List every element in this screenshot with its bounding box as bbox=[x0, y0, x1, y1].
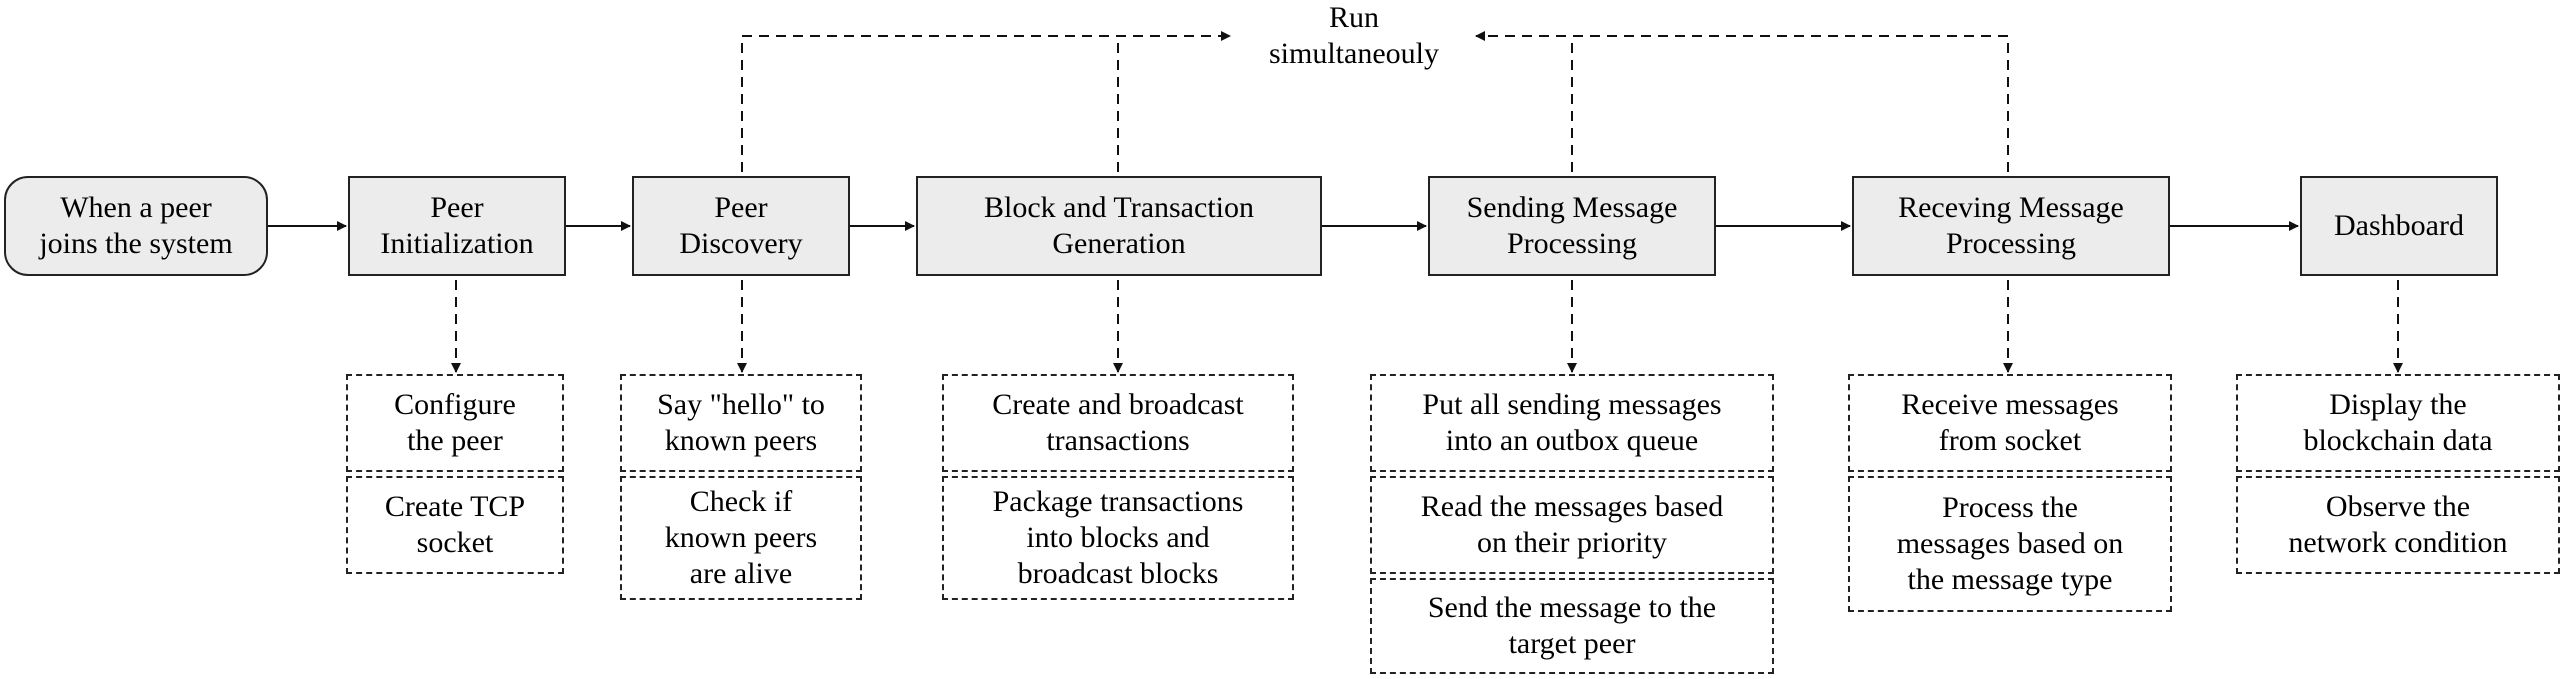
detail-label: Put all sending messages into an outbox … bbox=[1422, 388, 1722, 457]
detail-label: Send the message to the target peer bbox=[1427, 591, 1717, 660]
detail-label: Observe the network condition bbox=[2288, 490, 2508, 559]
concurrency-bracket-right bbox=[1476, 36, 2009, 172]
detail-label: Configure the peer bbox=[394, 388, 516, 457]
detail-broadcast-transactions: Create and broadcast transactions bbox=[942, 374, 1294, 472]
stage-dashboard: Dashboard bbox=[2300, 176, 2498, 276]
detail-display-blockchain: Display the blockchain data bbox=[2236, 374, 2560, 472]
stage-sending-message-processing: Sending Message Processing bbox=[1428, 176, 1716, 276]
detail-receive-from-socket: Receive messages from socket bbox=[1848, 374, 2172, 472]
stage-label: Peer Discovery bbox=[679, 191, 803, 260]
detail-label: Display the blockchain data bbox=[2303, 388, 2493, 457]
detail-send-to-target: Send the message to the target peer bbox=[1370, 578, 1774, 674]
detail-label: Read the messages based on their priorit… bbox=[1420, 490, 1724, 559]
concurrency-bracket-left bbox=[741, 36, 1230, 172]
detail-say-hello: Say "hello" to known peers bbox=[620, 374, 862, 472]
detail-check-peers-alive: Check if known peers are alive bbox=[620, 476, 862, 600]
detail-outbox-queue: Put all sending messages into an outbox … bbox=[1370, 374, 1774, 472]
stage-receiving-message-processing: Receving Message Processing bbox=[1852, 176, 2170, 276]
stage-peer-joins: When a peer joins the system bbox=[4, 176, 268, 276]
detail-create-tcp-socket: Create TCP socket bbox=[346, 476, 564, 574]
detail-label: Check if known peers are alive bbox=[664, 485, 818, 590]
stage-peer-discovery: Peer Discovery bbox=[632, 176, 850, 276]
detail-package-blocks: Package transactions into blocks and bro… bbox=[942, 476, 1294, 600]
detail-label: Create and broadcast transactions bbox=[992, 388, 1244, 457]
stage-block-transaction-generation: Block and Transaction Generation bbox=[916, 176, 1322, 276]
detail-read-by-priority: Read the messages based on their priorit… bbox=[1370, 476, 1774, 574]
stage-peer-initialization: Peer Initialization bbox=[348, 176, 566, 276]
stage-label: Receving Message Processing bbox=[1898, 191, 2124, 260]
stage-label: Block and Transaction Generation bbox=[984, 191, 1254, 260]
detail-configure-peer: Configure the peer bbox=[346, 374, 564, 472]
detail-label: Create TCP socket bbox=[384, 490, 526, 559]
stage-label: Peer Initialization bbox=[380, 191, 534, 260]
detail-process-by-type: Process the messages based on the messag… bbox=[1848, 476, 2172, 612]
detail-label: Process the messages based on the messag… bbox=[1896, 491, 2124, 596]
detail-label: Receive messages from socket bbox=[1901, 388, 2119, 457]
detail-label: Say "hello" to known peers bbox=[657, 388, 825, 457]
concurrency-label: Run simultaneouly bbox=[1269, 1, 1439, 70]
detail-observe-network: Observe the network condition bbox=[2236, 476, 2560, 574]
stage-label: Sending Message Processing bbox=[1466, 191, 1678, 260]
stage-label: When a peer joins the system bbox=[39, 191, 233, 260]
stage-label: Dashboard bbox=[2334, 209, 2464, 242]
detail-label: Package transactions into blocks and bro… bbox=[992, 485, 1244, 590]
